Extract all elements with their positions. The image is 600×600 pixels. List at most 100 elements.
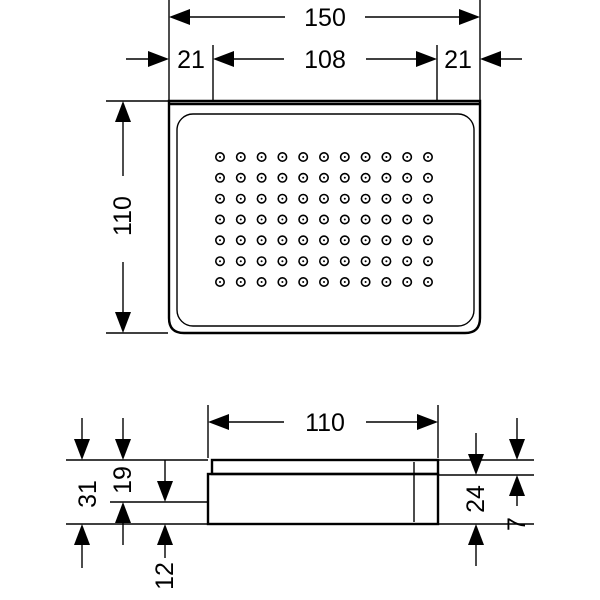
drain-hole [256,256,267,267]
drain-hole-center [427,239,429,242]
drain-hole-center [260,156,263,158]
drain-hole-center [343,260,346,263]
drain-hole [318,152,329,163]
drain-hole-center [427,156,429,158]
drain-hole-center [364,156,367,158]
drain-hole-center [406,239,409,242]
drain-hole [381,276,392,287]
drain-hole [339,235,350,246]
drain-hole [422,152,433,163]
drain-hole [339,256,350,267]
drain-hole [381,256,392,267]
drain-hole [298,172,309,183]
drain-hole-center [343,176,346,179]
drain-hole [298,214,309,225]
drain-hole [256,214,267,225]
drain-hole [298,256,309,267]
drain-hole-center [427,197,429,200]
drain-hole [298,235,309,246]
drain-hole-center [302,176,305,179]
drain-hole [235,276,246,287]
drain-hole-center [260,176,263,179]
drain-hole [339,152,350,163]
drain-hole [277,193,288,204]
drain-hole-center [343,218,346,221]
drain-hole [360,214,371,225]
drain-hole-center [219,218,221,221]
drain-hole [318,172,329,183]
drain-hole-center [302,197,305,200]
dimension-chain-width: 21 108 21 [126,46,522,74]
drain-hole [256,172,267,183]
tray-outline [167,99,482,335]
drain-hole-center [385,239,388,242]
drain-hole-center [281,239,284,242]
drain-hole-center [281,156,284,158]
drain-hole-center [323,281,325,283]
drain-hole-center [302,239,305,242]
drain-hole-center [385,260,388,263]
drain-hole [422,276,433,287]
drain-hole-center [323,239,325,242]
drain-hole-center [281,176,284,179]
drain-hole-center [343,239,346,242]
dimension-upper-height: 19 [109,418,137,545]
drain-hole-center [427,281,429,283]
dimension-right-height: 24 [462,433,490,566]
drain-hole-center [260,218,263,221]
drain-hole [215,235,226,246]
drain-hole [277,256,288,267]
drain-hole-center [406,260,409,263]
drain-hole-center [385,281,388,283]
drain-hole-center [219,281,221,283]
drain-hole [235,256,246,267]
drain-hole [298,152,309,163]
tray-inner-basin [176,113,475,327]
drain-hole-center [239,176,242,179]
drain-hole-center [302,156,305,158]
drain-hole [360,152,371,163]
drain-hole [235,235,246,246]
drain-hole-center [385,156,388,158]
drain-hole-center [406,281,409,283]
drain-hole [339,172,350,183]
drain-hole [235,152,246,163]
drain-hole [402,214,413,225]
dimension-label-rim-height: 7 [503,517,531,531]
drain-hole [381,152,392,163]
drain-hole-center [219,156,221,158]
dimension-label-margin-right: 21 [444,46,472,74]
drain-hole [215,256,226,267]
drain-hole [381,172,392,183]
drain-hole [215,214,226,225]
dimension-label-overall-width: 150 [304,4,346,32]
drain-hole-grid [215,152,433,287]
drain-hole-center [364,197,367,200]
dimension-total-height: 31 [74,418,102,568]
drain-hole-center [302,281,305,283]
dimension-depth: 110 [109,101,137,333]
drain-hole [256,193,267,204]
drain-hole-center [260,260,263,263]
dimension-label-total-height: 31 [74,480,102,508]
drain-hole-center [343,197,346,200]
side-view: 110 31 19 12 [66,405,534,590]
drain-hole [318,256,329,267]
dimension-label-base-offset: 12 [151,562,179,590]
drain-hole [402,172,413,183]
drain-hole [422,193,433,204]
drain-hole-center [427,260,429,263]
drain-hole [422,256,433,267]
drain-hole-center [239,156,242,158]
drain-hole-center [385,176,388,179]
dimension-base-offset: 12 [151,460,179,590]
drain-hole-center [219,260,221,263]
drain-hole [215,193,226,204]
drain-hole-center [427,218,429,221]
drain-hole [422,214,433,225]
drain-hole-center [385,197,388,200]
drain-hole [277,235,288,246]
dimension-label-upper-height: 19 [109,466,137,494]
drain-hole [277,276,288,287]
